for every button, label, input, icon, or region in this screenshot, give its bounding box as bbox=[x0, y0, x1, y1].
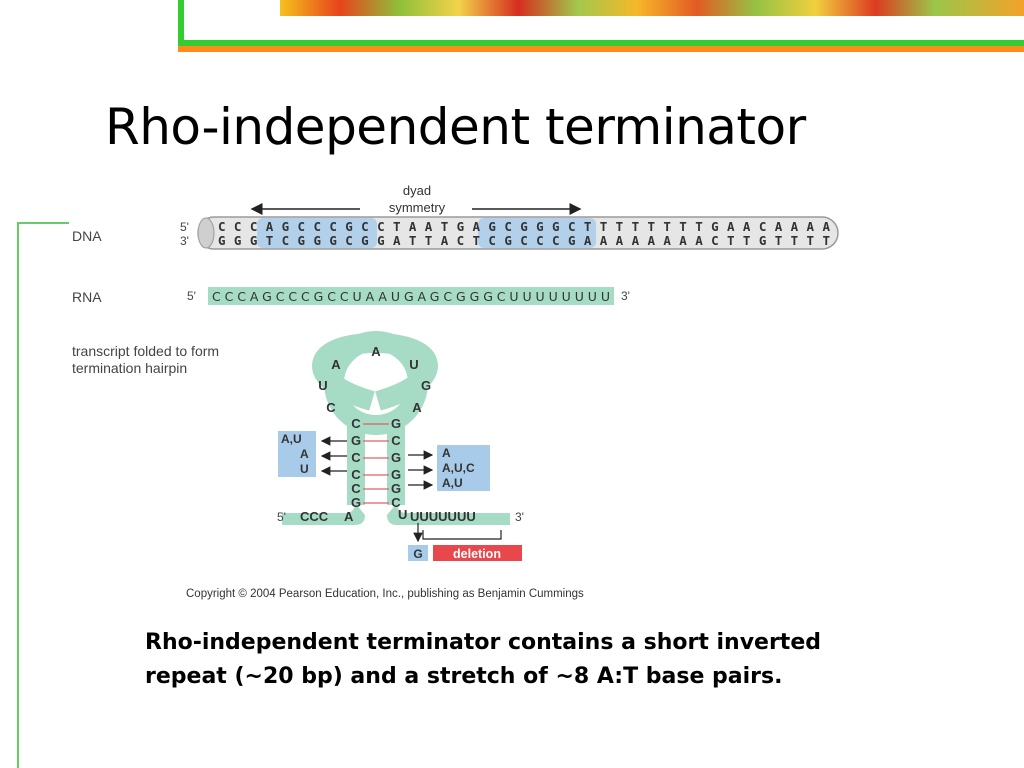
copyright-line: Copyright © 2004 Pearson Education, Inc.… bbox=[186, 588, 584, 600]
g-mutation-box bbox=[408, 545, 428, 561]
loop-base-3: U bbox=[409, 357, 418, 372]
fold-label-line1: transcript folded to form bbox=[72, 343, 219, 359]
stem-right-6: C bbox=[391, 495, 401, 510]
stem-left-4: C bbox=[351, 467, 361, 482]
dna-repeat-left bbox=[257, 218, 377, 248]
stem-left-1: C bbox=[351, 416, 361, 431]
loop-base-1: A bbox=[331, 357, 341, 372]
mutation-box-left bbox=[278, 431, 316, 477]
stem-right-5: G bbox=[391, 481, 401, 496]
stem-right-band bbox=[387, 417, 405, 505]
dna-top-5prime: 5' bbox=[180, 220, 189, 234]
mutation-box-right bbox=[437, 445, 490, 491]
loop-base-5: A bbox=[412, 400, 422, 415]
mut-right-3: A,U bbox=[442, 476, 463, 490]
rna-highlight bbox=[208, 287, 614, 305]
banner-orange-line bbox=[178, 46, 1024, 52]
left-horizontal-rule bbox=[17, 222, 69, 224]
rna-label: RNA bbox=[72, 289, 102, 305]
mut-left-3: U bbox=[300, 462, 309, 476]
mut-left-2: A bbox=[300, 447, 309, 461]
slide-title: Rho-independent terminator bbox=[105, 98, 806, 156]
stem-left-band bbox=[347, 417, 365, 505]
stem-left-3: C bbox=[351, 450, 361, 465]
tail-right-seq: UUUUUUU bbox=[410, 509, 476, 524]
banner-flower-strip bbox=[280, 0, 1024, 16]
loop-base-4: G bbox=[421, 378, 431, 393]
tail-right-base: U bbox=[398, 507, 407, 522]
stem-right-1: G bbox=[391, 416, 401, 431]
banner-left-edge bbox=[178, 0, 184, 46]
tail-left-seq: CCC bbox=[300, 509, 329, 524]
dyad-label: dyad bbox=[403, 183, 431, 198]
loop-base-2: A bbox=[371, 344, 381, 359]
hairpin-loop bbox=[324, 331, 428, 435]
stem-left-6: G bbox=[351, 495, 361, 510]
rna-sequence: CCCAGCCCGCCUAAUGAGCGGGCUUUUUUUU bbox=[212, 289, 610, 304]
terminator-figure: dyad symmetry DNA 5' 3' CCCAGCCCGCCTAATG… bbox=[72, 183, 839, 600]
tail-left-band bbox=[282, 503, 365, 525]
stem-right-2: C bbox=[391, 433, 401, 448]
rna-3prime: 3' bbox=[621, 289, 630, 303]
stem-right-3: G bbox=[391, 450, 401, 465]
tail-right-band bbox=[387, 503, 510, 525]
dna-repeat-right bbox=[478, 218, 596, 248]
mut-right-2: A,U,C bbox=[442, 461, 475, 475]
deletion-label: deletion bbox=[453, 547, 501, 561]
slide-caption: Rho-independent terminator contains a sh… bbox=[145, 630, 821, 689]
g-mutation-label: G bbox=[413, 547, 422, 561]
stem-left-2: G bbox=[351, 433, 361, 448]
tail-3prime: 3' bbox=[515, 510, 524, 524]
dna-cylinder-end bbox=[197, 217, 215, 249]
mut-left-1: A,U bbox=[281, 432, 302, 446]
stem-right-4: G bbox=[391, 467, 401, 482]
mut-right-1: A bbox=[442, 446, 451, 460]
loop-base-7: U bbox=[318, 378, 327, 393]
loop-base-6: C bbox=[326, 400, 336, 415]
dna-label: DNA bbox=[72, 228, 102, 244]
banner-background bbox=[178, 16, 1024, 38]
symmetry-label: symmetry bbox=[389, 200, 446, 215]
tail-left-base: A bbox=[344, 509, 354, 524]
left-vertical-rule bbox=[17, 222, 19, 768]
stem-left-5: C bbox=[351, 481, 361, 496]
rna-5prime: 5' bbox=[187, 289, 196, 303]
tail-5prime: 5' bbox=[277, 510, 286, 524]
deletion-box bbox=[433, 545, 522, 561]
dna-bottom-3prime: 3' bbox=[180, 234, 189, 248]
banner-green-line bbox=[178, 40, 1024, 46]
deletion-bracket bbox=[422, 530, 502, 540]
fold-label-line2: termination hairpin bbox=[72, 360, 187, 376]
